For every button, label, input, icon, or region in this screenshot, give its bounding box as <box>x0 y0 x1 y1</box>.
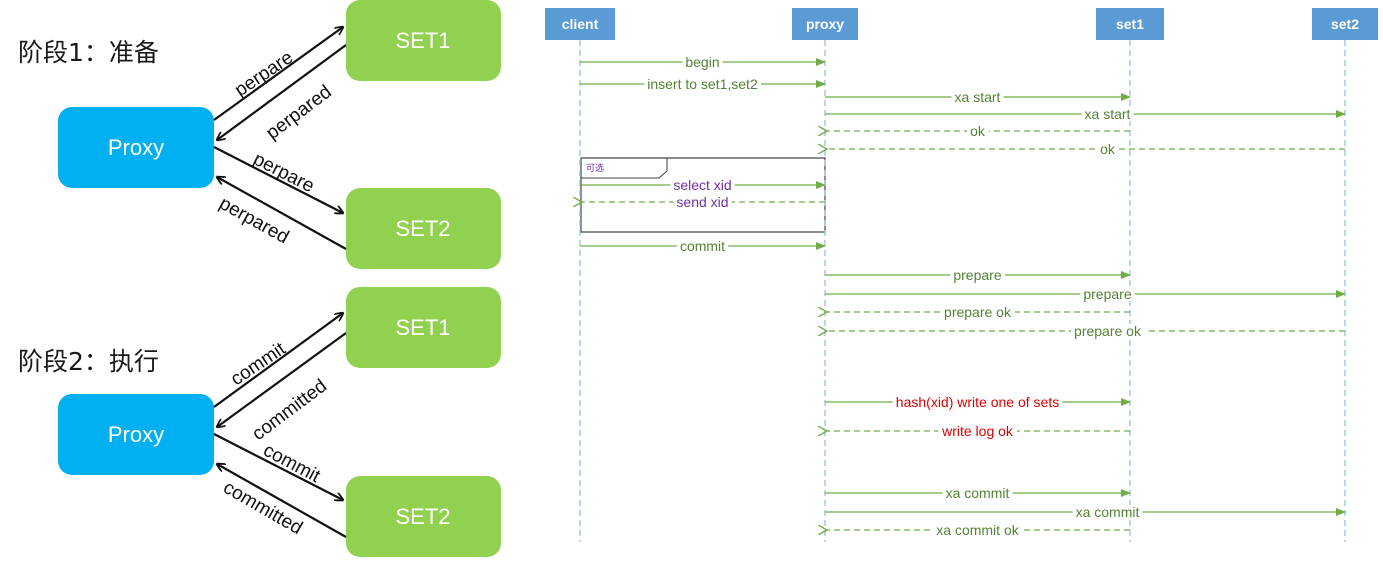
stage2-label-to-set2: commit <box>260 440 325 488</box>
stage1-group: 阶段1：准备 Proxy SET1 SET2 perpare perpared … <box>18 0 501 269</box>
stage2-set1-box <box>346 287 501 368</box>
message-label-bg-10 <box>1080 287 1135 301</box>
stage2-arrow-to-set2 <box>213 433 343 500</box>
message-label-4: ok <box>970 123 986 139</box>
message-label-bg-12 <box>1071 324 1145 338</box>
message-label-0: begin <box>685 54 719 70</box>
message-label-16: xa commit <box>1076 504 1140 520</box>
stage1-proxy-box <box>58 107 214 188</box>
message-label-bg-6 <box>670 178 735 192</box>
message-label-10: prepare <box>1083 286 1131 302</box>
message-label-bg-4 <box>967 124 989 138</box>
message-label-bg-17 <box>933 523 1023 537</box>
message-label-bg-7 <box>673 195 732 209</box>
message-label-bg-15 <box>942 486 1013 500</box>
sequence-lanes: client proxy set1 set2 <box>545 8 1378 542</box>
message-label-bg-13 <box>892 395 1063 409</box>
stage1-arrow-from-set1 <box>217 44 347 140</box>
message-label-bg-11 <box>941 305 1015 319</box>
stage2-arrow-from-set1 <box>217 332 347 427</box>
stage1-label-to-set1: perpare <box>231 47 297 101</box>
stage1-set1-label: SET1 <box>395 28 450 53</box>
message-label-5: ok <box>1100 141 1116 157</box>
lane-label-proxy: proxy <box>806 16 844 32</box>
message-label-bg-0 <box>682 55 723 69</box>
stage2-set2-box <box>346 476 501 557</box>
lane-label-client: client <box>562 16 599 32</box>
message-label-8: commit <box>680 238 725 254</box>
lane-header-client <box>545 8 615 40</box>
message-label-11: prepare ok <box>944 304 1012 320</box>
message-label-bg-1 <box>644 77 761 91</box>
message-label-6: select xid <box>673 177 731 193</box>
message-label-2: xa start <box>955 89 1001 105</box>
optional-frame-tab <box>581 157 668 179</box>
sequence-diagram: 可选 client proxy set1 set2 begin insert to se… <box>545 8 1378 542</box>
message-label-14: write log ok <box>941 423 1014 439</box>
stage2-arrow-to-set1 <box>213 313 343 408</box>
message-label-13: hash(xid) write one of sets <box>896 394 1059 410</box>
lane-label-set1: set1 <box>1116 16 1144 32</box>
stage2-proxy-box <box>58 394 214 475</box>
stage2-label-to-set1: commit <box>227 338 290 390</box>
stage2-set2-label: SET2 <box>395 504 450 529</box>
message-label-12: prepare ok <box>1074 323 1142 339</box>
stage1-label-from-set1: perpared <box>262 81 335 144</box>
message-label-15: xa commit <box>946 485 1010 501</box>
stage1-set1-box <box>346 0 501 81</box>
stage1-set2-box <box>346 188 501 269</box>
lane-header-proxy <box>792 8 858 40</box>
lane-header-set2 <box>1312 8 1378 40</box>
message-label-bg-8 <box>676 239 729 253</box>
stage1-label-from-set2: perpared <box>216 193 293 248</box>
message-label-17: xa commit ok <box>936 522 1019 538</box>
stage2-arrow-from-set2 <box>217 464 347 538</box>
message-label-bg-14 <box>938 424 1017 438</box>
stage2-set1-label: SET1 <box>395 315 450 340</box>
stage1-arrow-to-set2 <box>213 146 343 213</box>
message-label-1: insert to set1,set2 <box>647 76 758 92</box>
message-label-7: send xid <box>676 194 728 210</box>
stage1-arrow-to-set1 <box>213 27 343 121</box>
sequence-messages: begin insert to set1,set2 xa start xa start… <box>580 54 1346 538</box>
message-label-bg-16 <box>1072 505 1143 519</box>
stage2-proxy-label: Proxy <box>108 422 164 447</box>
stage1-label-to-set2: perpare <box>250 149 318 197</box>
stage2-title: 阶段2：执行 <box>18 347 159 376</box>
stage1-proxy-label: Proxy <box>108 135 164 160</box>
message-label-bg-3 <box>1081 107 1134 121</box>
stage2-label-from-set1: committed <box>248 375 331 445</box>
lane-label-set2: set2 <box>1331 16 1359 32</box>
stage1-title: 阶段1：准备 <box>18 38 159 67</box>
message-label-bg-9 <box>950 268 1005 282</box>
message-label-bg-5 <box>1097 142 1119 156</box>
message-label-3: xa start <box>1085 106 1131 122</box>
message-label-bg-2 <box>951 90 1004 104</box>
message-label-9: prepare <box>953 267 1001 283</box>
stage2-group: 阶段2：执行 Proxy SET1 SET2 commit committed … <box>18 287 501 557</box>
stage1-arrow-from-set2 <box>217 177 347 250</box>
stage1-set2-label: SET2 <box>395 216 450 241</box>
lane-header-set1 <box>1096 8 1164 40</box>
optional-frame-label: 可选 <box>586 162 604 174</box>
